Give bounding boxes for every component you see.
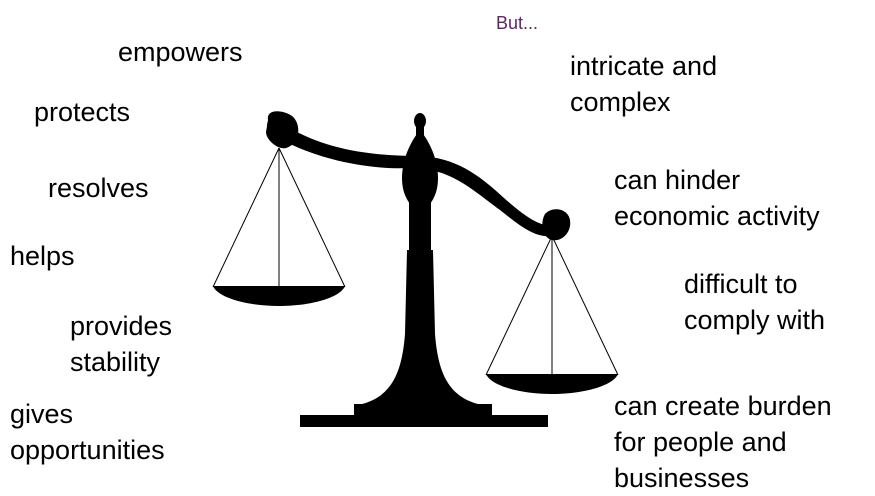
left-word-empowers: empowers [118,37,243,67]
left-word-helps: helps [10,241,75,271]
scale-left-pan-group [212,147,346,306]
scale-right-pan-group [485,235,619,394]
scale-ornament [402,130,438,214]
scale-left-pan [213,286,345,306]
right-phrase-line: for people and [614,427,787,457]
but-label: But... [496,13,539,33]
right-phrase-comply: difficult to comply with [684,266,825,338]
scale-finial [414,113,426,129]
left-word-line: stability [70,347,161,377]
right-phrase-line: comply with [684,305,826,335]
scale-left-knob [267,114,291,138]
scale-left-string [212,147,280,288]
right-phrase-line: economic activity [614,201,820,231]
scale-right-knob [545,213,567,235]
scale-base-step [354,404,492,417]
left-word-provides-stability: provides stability [70,308,172,380]
right-phrase-intricate: intricate and complex [570,48,717,120]
right-phrase-line: complex [570,87,671,117]
scale-base [300,415,548,427]
scale-right-pan [486,374,618,394]
right-phrase-line: businesses [614,463,750,493]
left-word-line: provides [70,311,173,341]
right-phrase-burden: can create burden for people and busines… [614,388,832,496]
left-word-protects: protects [34,97,131,127]
scale-right-string [551,235,619,376]
right-phrase-line: can create burden [614,391,832,421]
right-phrase-line: difficult to [684,269,798,299]
scale-column [409,180,431,340]
right-phrase-hinder: can hinder economic activity [614,162,820,234]
left-word-line: gives [10,399,74,429]
scale-beam [282,126,552,237]
right-phrase-line: can hinder [614,165,741,195]
left-word-gives-opportunities: gives opportunities [10,396,165,468]
scale-left-string [278,147,346,288]
left-word-line: opportunities [10,435,165,465]
scale-right-string [485,235,553,376]
right-phrase-line: intricate and [570,51,718,81]
left-word-resolves: resolves [48,173,149,203]
